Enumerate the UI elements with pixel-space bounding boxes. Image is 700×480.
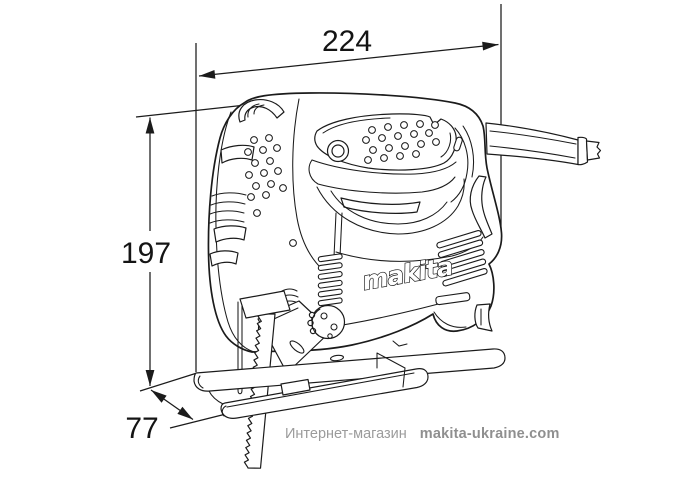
saw-blade (243, 313, 276, 469)
shoe-rear-lip-cap (197, 375, 204, 389)
blade-clamp-foot (280, 378, 311, 396)
dimension-width-label: 224 (322, 25, 372, 58)
watermark: Интернет-магазин makita-ukraine.com (285, 426, 560, 442)
speed-dial (326, 139, 350, 163)
under-handle-cavity-outer (316, 178, 465, 235)
cord-body (485, 122, 579, 166)
cord-cut-end (585, 140, 602, 161)
vent-slots-right (436, 230, 488, 287)
base-plate (193, 340, 506, 419)
dimension-height: 197 (121, 97, 306, 386)
shoe-side-edge (208, 390, 224, 405)
link-slot (289, 340, 305, 354)
vent-dots-handle (362, 120, 440, 164)
dimension-width: 224 (195, 4, 502, 372)
blade-clamp-cover (239, 290, 291, 319)
rear-foot-crease (433, 311, 467, 328)
power-cord (485, 122, 602, 166)
nose-cap-ribs (247, 103, 265, 118)
grip-bar-top (311, 159, 457, 175)
dimension-line-base (150, 389, 194, 421)
dimension-base-label: 77 (125, 412, 158, 445)
dimension-line-width (198, 41, 499, 79)
rear-latch (469, 175, 493, 239)
extension-line-base-top (139, 372, 198, 392)
body-seam-nose (292, 98, 324, 271)
vent-dots-nose (244, 134, 297, 247)
nose-band-2 (213, 225, 247, 243)
bottom-step (392, 340, 408, 347)
nose-cap (238, 98, 285, 123)
nose-ribs (209, 192, 247, 224)
nameplate-slot (435, 292, 471, 306)
vent-slots-left (317, 253, 343, 307)
orbital-knob (307, 304, 346, 340)
cord-collar (577, 136, 589, 166)
shoe-front-lip (220, 368, 429, 419)
shoe-gusset (376, 352, 406, 388)
blade-mechanism (237, 290, 346, 469)
nose-band-3 (209, 250, 239, 267)
shoe-slot (330, 354, 344, 362)
dimension-height-label: 197 (121, 237, 171, 270)
under-handle-cavity-inner (330, 190, 448, 225)
grip-front-edge (333, 212, 343, 258)
watermark-store-label: Интернет-магазин (285, 426, 407, 442)
grip-bar-bottom (308, 159, 456, 194)
shoe-front-lip-inner (221, 372, 415, 417)
watermark-domain: makita-ukraine.com (419, 426, 560, 442)
lock-on-button (453, 136, 463, 152)
cord-lines (489, 130, 577, 159)
trigger (340, 197, 421, 214)
bellows-coil (280, 288, 299, 310)
handle-opening-inner-line (322, 117, 452, 158)
rear-foot-bracket (474, 303, 493, 332)
shoe-rear-lip (193, 348, 506, 392)
